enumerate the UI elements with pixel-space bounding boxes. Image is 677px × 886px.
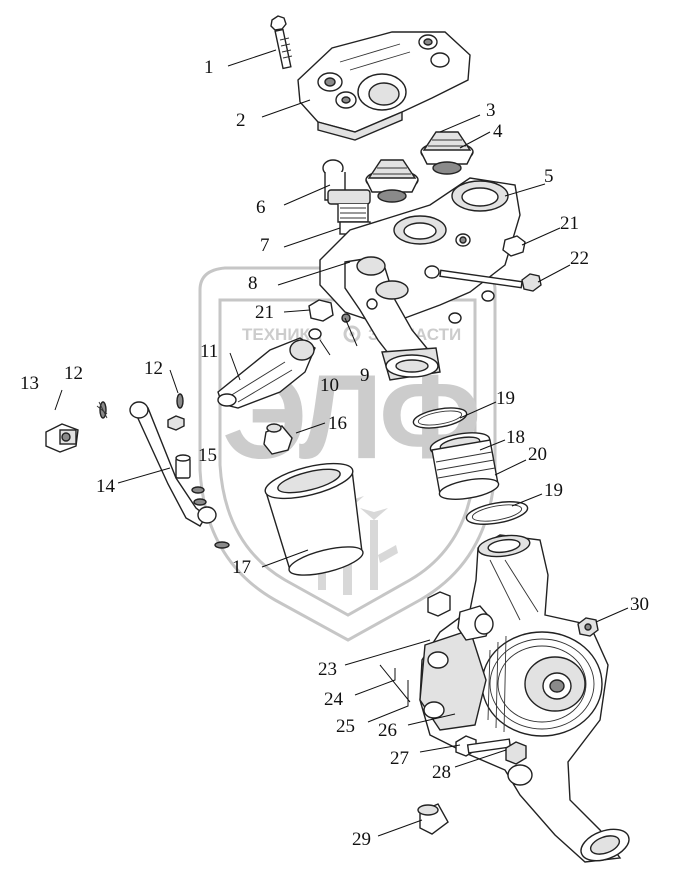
callout-4: 4 <box>493 121 503 142</box>
callout-25: 25 <box>336 716 355 737</box>
part-nut-30 <box>577 617 599 637</box>
callout-23: 23 <box>318 659 337 680</box>
part-filter-17 <box>264 462 364 576</box>
callout-30: 30 <box>630 594 649 615</box>
callout-14: 14 <box>96 476 116 497</box>
part-thermostat-3-4 <box>420 131 474 175</box>
part-bolt-1 <box>270 15 293 70</box>
leader-lines <box>54 49 629 837</box>
part-ring-19-bottom <box>465 501 529 525</box>
callout-19-b: 19 <box>544 480 563 501</box>
callout-labels: 1 2 3 4 5 6 7 8 9 10 11 12 12 13 14 15 1… <box>20 57 649 850</box>
callout-15: 15 <box>198 445 217 466</box>
part-pipe-14 <box>129 401 230 549</box>
callout-21-a: 21 <box>560 213 579 234</box>
part-thermostat-cover-2 <box>297 31 471 141</box>
part-fitting-15 <box>167 415 191 479</box>
callout-16: 16 <box>328 413 347 434</box>
callout-7: 7 <box>260 235 270 256</box>
part-elbow-11 <box>217 337 316 409</box>
callout-24: 24 <box>324 689 344 710</box>
part-water-pump-23 <box>419 534 630 863</box>
part-washer-12 <box>96 393 184 419</box>
callout-27: 27 <box>390 748 409 769</box>
callout-9: 9 <box>360 365 370 386</box>
callout-22: 22 <box>570 248 589 269</box>
callout-11: 11 <box>200 341 218 362</box>
callout-19-a: 19 <box>496 388 515 409</box>
part-plug-21 <box>502 235 526 257</box>
callout-6: 6 <box>256 197 266 218</box>
callout-3: 3 <box>486 100 496 121</box>
callout-8: 8 <box>248 273 258 294</box>
callout-5: 5 <box>544 166 554 187</box>
callout-12-a: 12 <box>144 358 163 379</box>
part-plug-29 <box>417 803 449 835</box>
callout-10: 10 <box>320 375 339 396</box>
callout-28: 28 <box>432 762 451 783</box>
callout-21-b: 21 <box>255 302 274 323</box>
watermark-shield <box>198 266 497 642</box>
callout-20: 20 <box>528 444 547 465</box>
callout-26: 26 <box>378 720 397 741</box>
callout-2: 2 <box>236 110 246 131</box>
part-thermostat-housing-5 <box>319 177 521 381</box>
callout-13: 13 <box>20 373 39 394</box>
part-banjo-13 <box>45 423 79 453</box>
part-bolt-22 <box>439 269 542 292</box>
part-thermostat-second <box>365 159 419 203</box>
callout-1: 1 <box>204 57 214 78</box>
callout-29: 29 <box>352 829 371 850</box>
callout-17: 17 <box>232 557 251 578</box>
part-ring-19-top <box>412 407 468 429</box>
callout-12-b: 12 <box>64 363 83 384</box>
part-sensor-6-7 <box>322 159 371 235</box>
part-hose-18-20 <box>429 432 500 500</box>
part-union-16 <box>263 423 293 455</box>
part-plug-21-left <box>308 299 334 340</box>
callout-18: 18 <box>506 427 525 448</box>
